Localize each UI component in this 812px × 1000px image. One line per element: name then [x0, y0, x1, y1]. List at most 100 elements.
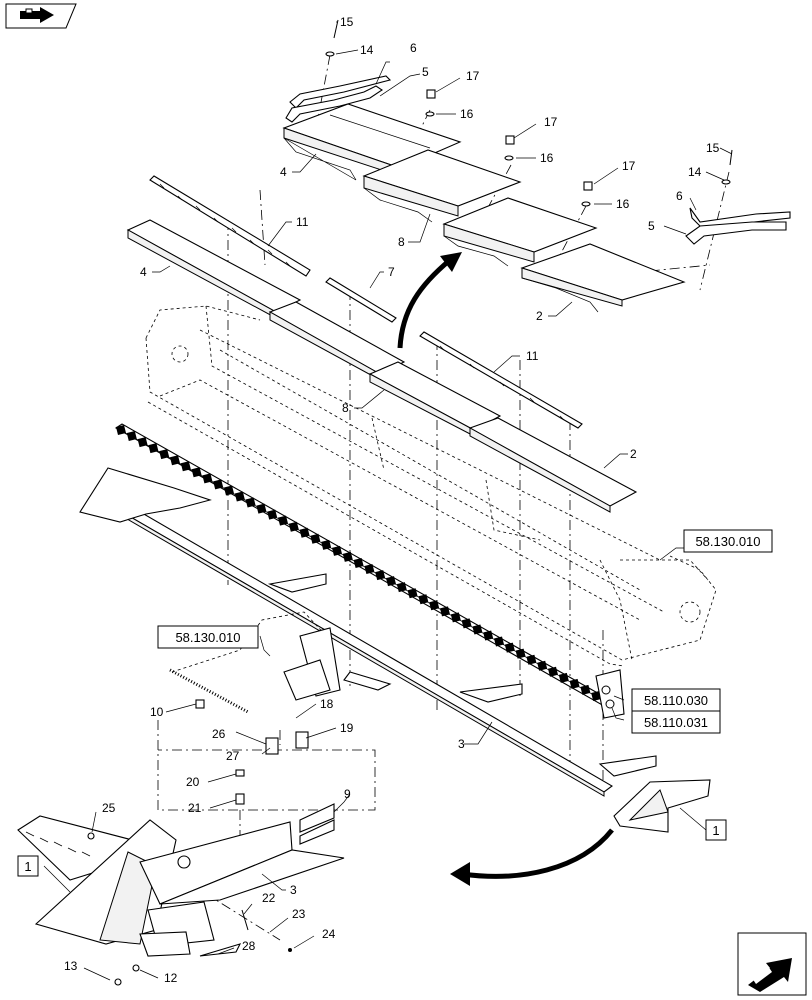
callout-12: 12	[164, 971, 178, 985]
bolt-hardware	[325, 19, 733, 207]
next-page-icon[interactable]	[737, 932, 807, 996]
right-end-guard	[595, 669, 711, 833]
upper-shield-4	[282, 103, 462, 181]
knife-section	[494, 636, 504, 647]
svg-text:58.130.010: 58.130.010	[695, 534, 760, 549]
ref-box-58-110-030[interactable]: 58.110.030	[631, 688, 721, 712]
callout-21: 21	[188, 801, 202, 815]
callout-6: 6	[676, 189, 683, 203]
rail-11-left	[149, 175, 311, 277]
header-frame	[145, 305, 717, 667]
previous-page-icon[interactable]	[5, 3, 77, 29]
knife-section	[310, 533, 321, 544]
callout-4: 4	[280, 165, 287, 179]
knife-section	[386, 576, 396, 587]
knife-section	[224, 485, 234, 496]
knife-section	[515, 648, 526, 659]
left-end-detail	[169, 611, 392, 845]
knife-section	[440, 606, 450, 617]
bracket-5-left	[285, 85, 383, 123]
knife-teeth	[116, 425, 612, 707]
knife-section	[278, 515, 288, 526]
callout-22: 22	[262, 891, 276, 905]
callout-16: 16	[540, 151, 554, 165]
ref-box-58-130-010-left[interactable]: 58.130.010	[157, 625, 259, 649]
lower-shield-2	[468, 417, 638, 513]
callout-9: 9	[344, 787, 351, 801]
ref-box-1-left[interactable]: 1	[17, 855, 39, 877]
callout-11: 11	[526, 349, 539, 363]
knife-section	[202, 473, 213, 484]
knife-section	[375, 570, 386, 581]
callout-17: 17	[544, 115, 558, 129]
knife-section	[472, 624, 483, 635]
knife-section	[159, 449, 170, 460]
callout-11: 11	[296, 215, 309, 229]
leader-lines	[43, 21, 733, 981]
callout-6: 6	[410, 41, 417, 55]
callout-17: 17	[466, 69, 480, 83]
svg-text:58.110.031: 58.110.031	[644, 715, 708, 730]
knife-section	[591, 690, 602, 701]
callout-16: 16	[460, 107, 474, 121]
downward-curved-arrow	[450, 828, 614, 886]
ref-box-58-110-031[interactable]: 58.110.031	[631, 710, 721, 734]
knife-section	[418, 594, 429, 605]
knife-section	[353, 557, 364, 568]
callout-18: 18	[320, 697, 334, 711]
knife-section	[332, 545, 342, 556]
callout-3: 3	[290, 883, 297, 897]
cutter-bar-3	[79, 467, 657, 797]
knife-section	[396, 582, 407, 593]
upper-shield-8-b	[442, 197, 598, 267]
callout-17: 17	[622, 159, 636, 173]
bracket-6-left	[289, 75, 392, 109]
knife-section	[548, 666, 558, 677]
callout-2: 2	[536, 309, 543, 323]
knife-section	[461, 618, 472, 629]
knife-section	[126, 431, 137, 442]
svg-text:1: 1	[712, 823, 719, 838]
callout-10: 10	[150, 705, 164, 719]
callout-27: 27	[226, 749, 240, 763]
ref-box-58-130-010-right[interactable]: 58.130.010	[683, 529, 773, 553]
knife-section	[213, 479, 224, 490]
knife-section	[342, 551, 353, 562]
bracket-5-right	[685, 221, 787, 245]
rail-7	[325, 277, 397, 323]
callout-19: 19	[340, 721, 354, 735]
knife-section	[170, 455, 180, 466]
callout-8: 8	[342, 401, 349, 415]
callout-15: 15	[340, 15, 354, 29]
callout-8: 8	[398, 235, 405, 249]
callout-5: 5	[648, 219, 655, 233]
knife-section	[504, 642, 515, 653]
knife-section	[299, 527, 310, 538]
callout-15: 15	[706, 141, 720, 155]
callout-4: 4	[140, 265, 147, 279]
callout-14: 14	[688, 165, 702, 179]
callout-16: 16	[616, 197, 630, 211]
knife-section	[558, 672, 569, 683]
knife-section	[429, 600, 440, 611]
knife-section	[537, 660, 548, 671]
knife-section	[288, 521, 299, 532]
ref-box-1-right[interactable]: 1	[705, 819, 727, 841]
knife-section	[407, 588, 418, 599]
bottom-left-divider	[17, 815, 345, 957]
callout-5: 5	[422, 65, 429, 79]
knife-section	[234, 491, 245, 502]
knife-section	[364, 564, 375, 575]
knife-section	[137, 437, 148, 448]
rail-11-right	[419, 331, 583, 429]
svg-text:58.130.010: 58.130.010	[175, 630, 240, 645]
lower-shield-4	[126, 219, 302, 319]
svg-text:58.110.030: 58.110.030	[644, 693, 708, 708]
bolts-bottom	[87, 832, 292, 986]
knife-section	[450, 612, 461, 623]
knife-section	[321, 539, 332, 550]
knife-section	[580, 684, 591, 695]
knife-section	[526, 654, 537, 665]
knife-section	[256, 503, 267, 514]
